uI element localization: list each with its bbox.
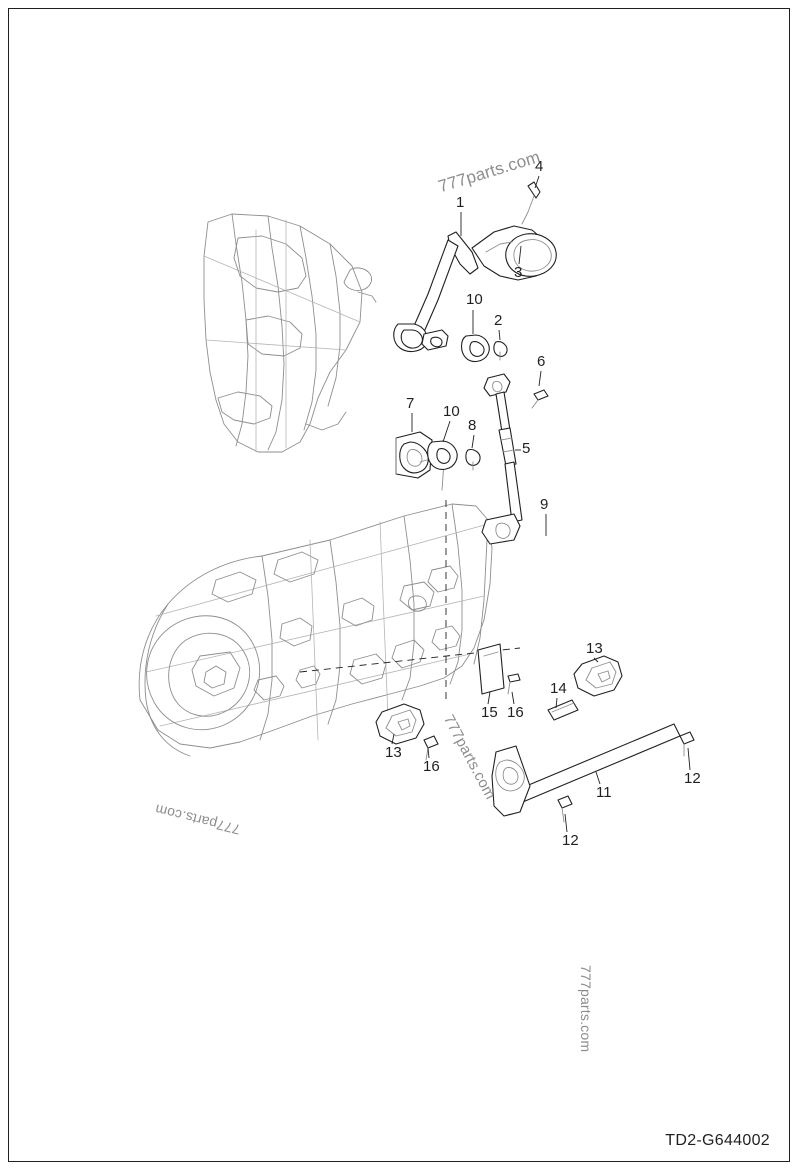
callout-15: 15 (481, 704, 498, 721)
bracket-part7 (395, 431, 445, 491)
callout-1: 1 (456, 194, 465, 211)
upper-housing-ghost (203, 213, 377, 453)
bushing-group-lower (427, 440, 481, 471)
callout-16-upper: 16 (507, 704, 524, 721)
callout-14: 14 (550, 680, 567, 697)
bushing-group-upper (460, 334, 508, 363)
shift-shaft-lever (491, 655, 695, 823)
callout-10-upper: 10 (466, 291, 483, 308)
watermark: 777parts.com (578, 965, 594, 1053)
link-rod-assembly (481, 373, 549, 545)
lower-housing-ghost (138, 500, 521, 757)
callout-13-right: 13 (586, 640, 603, 657)
callout-6: 6 (537, 353, 546, 370)
callout-9: 9 (540, 496, 549, 513)
leader-lines (391, 175, 691, 833)
plate-15-assembly (477, 643, 521, 695)
page-border (8, 8, 790, 1162)
document-code: TD2-G644002 (665, 1132, 770, 1149)
callout-8: 8 (468, 417, 477, 434)
callout-12-right: 12 (684, 770, 701, 787)
callout-11: 11 (596, 784, 612, 801)
callout-2: 2 (494, 312, 503, 329)
callout-5: 5 (522, 440, 531, 457)
callout-13-left: 13 (385, 744, 402, 761)
callout-12-lower: 12 (562, 832, 579, 849)
callout-10-lower: 10 (443, 403, 460, 420)
callout-16-lower: 16 (423, 758, 440, 775)
callout-3: 3 (514, 264, 523, 281)
bracket-13-left (375, 703, 439, 761)
shift-lever-assembly (393, 181, 557, 353)
callout-7: 7 (406, 395, 415, 412)
callout-4: 4 (535, 158, 544, 175)
